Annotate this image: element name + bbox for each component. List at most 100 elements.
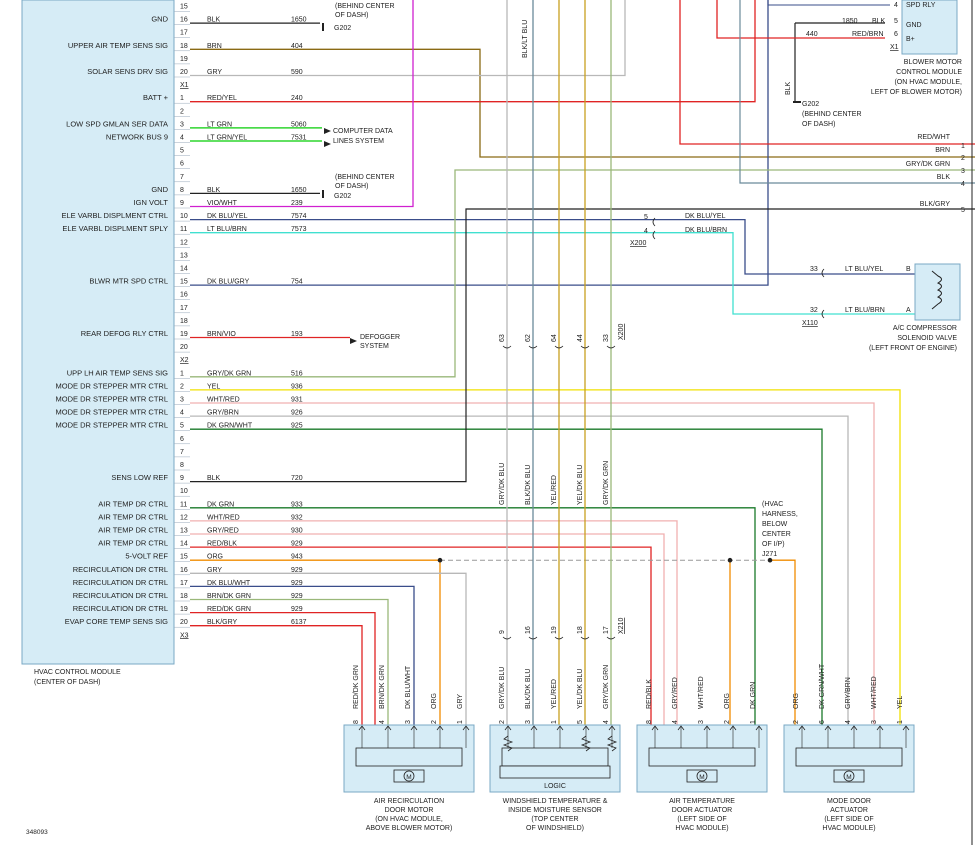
hvac-control-module [21,0,175,665]
circuit-number: 931 [291,397,303,404]
wire-color: RED/YEL [207,95,237,102]
pin-number: 12 [180,514,188,521]
component-pin: 4 [603,720,610,724]
pin-number: 10 [180,488,188,495]
blower-wire-1850: 1850 [842,18,858,25]
blower-connector: X1 [890,44,899,51]
component-wire-label: RED/BLK [646,679,653,709]
circuit-number: 929 [291,580,303,587]
ground-symbol-icon [322,190,324,198]
wire-color: GRY [207,567,222,574]
circuit-number: 590 [291,69,303,76]
x210-connector: X210 [618,618,625,634]
pin-label: AIR TEMP DR CTRL [98,539,168,548]
wire-color: BLK [207,187,221,194]
component-wire-label: ORG [431,693,438,709]
compressor-term-b: B [906,266,911,273]
component-caption: AIR RECIRCULATION [374,798,444,805]
motor-label: M [846,774,851,781]
compressor-pin33: 33 [810,266,818,273]
splice-dot-icon [437,557,443,563]
circuit-number: 929 [291,567,303,574]
component-caption: WINDSHIELD TEMPERATURE & [503,798,608,805]
connector-label: X3 [180,632,189,639]
pin-number: 14 [180,541,188,548]
wire-color: BRN [207,43,222,50]
component-pin: 3 [405,720,412,724]
circuit-number: 6137 [291,619,307,626]
component-caption: AIR TEMPERATURE [669,798,735,805]
pin-label: MODE DR STEPPER MTR CTRL [55,381,168,390]
pin-label: MODE DR STEPPER MTR CTRL [55,408,168,417]
component-pin: 1 [897,720,904,724]
pin-label: 5-VOLT REF [125,552,168,561]
wire-org-branch [770,559,796,725]
wire-red-brn-440 [716,0,885,39]
component-caption: HVAC MODULE) [822,825,875,832]
compressor-wire33: LT BLU/YEL [845,266,883,273]
compressor-connector: X110 [802,320,818,327]
thermistor-icon [606,735,618,752]
pin-label: SOLAR SENS DRV SIG [87,67,168,76]
pin-number: 9 [180,475,184,482]
component-pin: 2 [724,720,731,724]
ground-id: G202 [334,25,351,32]
wire-red-yel-240 [190,0,756,103]
wire-group [190,0,975,845]
component-body [489,724,621,793]
wire-wht-red-932 [190,520,678,725]
right-edge-num: 5 [961,207,965,214]
component-caption: ACTUATOR [830,807,868,814]
connector-icon [528,636,538,640]
component-wire-label: DK BLU/WHT [405,665,412,709]
pin-number: 16 [180,17,188,24]
pin-number: 17 [180,305,188,312]
wire-wht-red-931 [190,402,875,725]
right-edge-num: 2 [961,155,965,162]
ground-note: (BEHIND CENTER [335,3,395,10]
circuit-number: 7574 [291,213,307,220]
component-wire-label: GRY/BRN [845,677,852,709]
blower-caption-1: BLOWER MOTOR [904,59,962,66]
pin-number: 9 [180,200,184,207]
pin-number: 8 [180,187,184,194]
blower-pin5-label: GND [906,22,922,29]
component-wire-label: ORG [793,693,800,709]
wire-blk-4 [739,0,975,184]
circuit-number: 1650 [291,17,307,24]
connector-label: X1 [180,82,189,89]
wire-gry-red-930 [190,533,665,725]
wire-brn-404 [190,48,975,158]
wire-color: DK BLU/WHT [207,580,251,587]
pin-number: 20 [180,619,188,626]
connector-icon [502,636,512,640]
arrow-icon [324,141,331,147]
pin-number: 15 [180,279,188,286]
wire-vio-wht-239 [190,0,414,208]
x200v-pin: 44 [577,334,584,342]
circuit-number: 240 [291,95,303,102]
computer-data-label-2: LINES SYSTEM [333,138,384,145]
component-wire-label: GRY [457,694,464,709]
ground-symbol-icon [322,23,324,31]
wire-blk-gry-6137 [190,625,363,725]
component-wire-label: YEL/RED [551,679,558,709]
component-caption: (ON HVAC MODULE, [375,816,443,823]
pin-number: 19 [180,331,188,338]
x200v-connector: X200 [618,324,625,340]
pin-number: 18 [180,43,188,50]
circuit-number: 239 [291,200,303,207]
circuit-number: 932 [291,514,303,521]
component-wire-label: BRN/DK GRN [379,665,386,709]
pin-label: EVAP CORE TEMP SENS SIG [65,617,168,626]
right-edge-connector: RED/WHT 1 BRN 2 GRY/DK GRN 3 BLK 4 BLK/G… [906,134,965,214]
harness-note: BELOW [762,521,788,528]
connector-icon [821,268,825,319]
pin-label: AIR TEMP DR CTRL [98,526,168,535]
wire-color: BRN/VIO [207,331,236,338]
ground-note: (BEHIND CENTER [335,174,395,181]
wire-color: DK BLU/GRY [207,279,250,286]
